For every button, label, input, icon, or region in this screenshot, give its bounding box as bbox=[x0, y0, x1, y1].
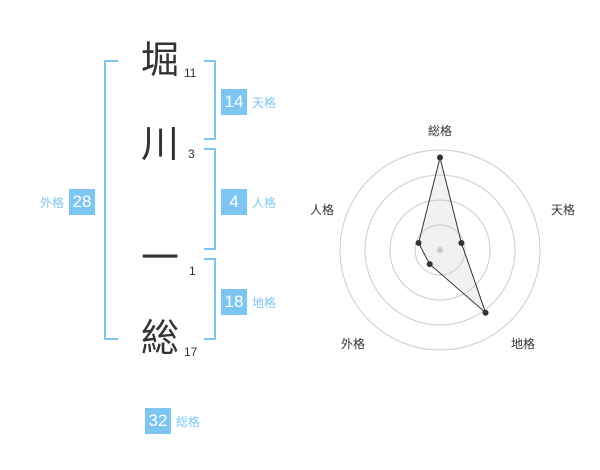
name-char-3: 一 bbox=[140, 236, 179, 280]
gaikaku-bracket bbox=[104, 60, 118, 340]
stroke-count-3: 1 bbox=[189, 264, 196, 278]
name-char-2: 川 bbox=[140, 122, 179, 166]
radar-axis-label-3: 外格 bbox=[341, 337, 366, 351]
radar-grid-ring-1 bbox=[414, 224, 466, 276]
radar-points bbox=[415, 154, 489, 316]
radar-polygon bbox=[418, 157, 487, 315]
jinkaku-bracket bbox=[204, 148, 216, 250]
chikaku-value: 18 bbox=[221, 289, 247, 315]
gaikaku-label: 外格 bbox=[40, 195, 65, 210]
radar-grid bbox=[339, 149, 541, 351]
radar-point-1 bbox=[458, 240, 465, 247]
gaikaku-badge: 外格 28 bbox=[40, 189, 96, 215]
stroke-count-2: 3 bbox=[188, 147, 195, 161]
gaikaku-value: 28 bbox=[69, 189, 96, 215]
soukaku-badge: 32 総格 bbox=[145, 408, 200, 434]
radar-axis-label-2: 地格 bbox=[511, 337, 536, 351]
radar-point-0 bbox=[437, 154, 443, 161]
chikaku-badge: 18 地格 bbox=[221, 289, 276, 315]
tenkaku-value: 14 bbox=[221, 89, 247, 115]
radar-point-2 bbox=[482, 309, 489, 316]
radar-grid-ring-4 bbox=[339, 149, 541, 351]
name-char-4: 総 bbox=[140, 316, 179, 360]
soukaku-value: 32 bbox=[145, 408, 171, 434]
jinkaku-label: 人格 bbox=[252, 195, 277, 210]
radar-axis-label-1: 天格 bbox=[551, 203, 576, 217]
radar-center-dot bbox=[437, 247, 443, 253]
radar-grid-ring-2 bbox=[389, 199, 491, 301]
name-char-1: 堀 bbox=[140, 38, 179, 82]
radar-axis-label-4: 人格 bbox=[310, 203, 335, 217]
soukaku-label: 総格 bbox=[176, 414, 201, 429]
jinkaku-value: 4 bbox=[221, 189, 247, 215]
stroke-count-4: 17 bbox=[184, 345, 198, 359]
tenkaku-badge: 14 天格 bbox=[221, 89, 276, 115]
chikaku-bracket bbox=[204, 258, 216, 340]
radar-axis-label-0: 総格 bbox=[428, 124, 453, 138]
chikaku-label: 地格 bbox=[252, 295, 277, 310]
tenkaku-label: 天格 bbox=[252, 95, 277, 110]
jinkaku-badge: 4 人格 bbox=[221, 189, 276, 215]
radar-grid-ring-3 bbox=[364, 174, 516, 326]
stroke-count-1: 11 bbox=[184, 66, 197, 80]
radar-point-3 bbox=[426, 261, 433, 268]
radar-point-4 bbox=[415, 240, 422, 247]
tenkaku-bracket bbox=[204, 60, 216, 140]
